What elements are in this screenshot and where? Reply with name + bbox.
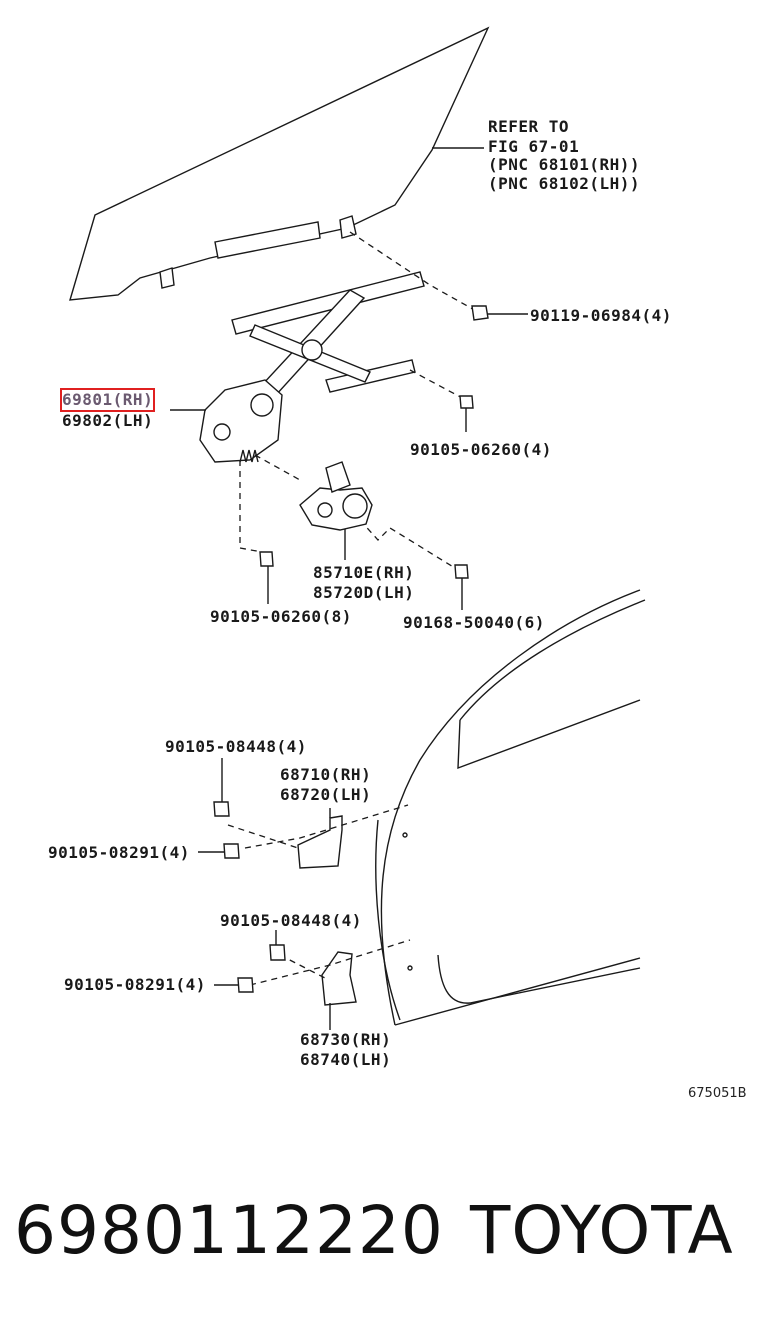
- refer-note-line-2: FIG 67-01: [488, 137, 580, 156]
- bolt-icon: [459, 395, 474, 409]
- regulator-base-plate: [199, 379, 283, 463]
- part-label-regulator-rh[interactable]: 69801(RH): [59, 388, 156, 412]
- part-label-regulator-lh[interactable]: 69802(LH): [62, 411, 154, 430]
- part-label-hinge-lower-rh[interactable]: 68730(RH): [300, 1030, 392, 1049]
- window-motor: [299, 487, 373, 531]
- part-label-bolt-2[interactable]: 90105-06260(4): [410, 440, 552, 459]
- regulator-upper-rail: [231, 271, 425, 335]
- motor-body: [325, 461, 351, 493]
- bolt-icon: [213, 801, 230, 817]
- part-label-bolt-6[interactable]: 90105-08291(4): [48, 843, 190, 862]
- part-number-title: 6980112220: [14, 1192, 444, 1269]
- refer-note-line-1: REFER TO: [488, 117, 570, 136]
- bolt-icon: [237, 977, 254, 993]
- upper-door-hinge: [297, 815, 343, 869]
- part-label-hinge-upper-lh[interactable]: 68720(LH): [280, 785, 372, 804]
- glass-channel: [214, 221, 321, 259]
- lower-door-hinge: [321, 951, 357, 1006]
- refer-note-line-4: (PNC 68102(LH)): [488, 174, 640, 193]
- bolt-icon: [454, 564, 469, 579]
- part-label-hinge-upper-rh[interactable]: 68710(RH): [280, 765, 372, 784]
- brand-name: TOYOTA: [470, 1192, 734, 1269]
- part-label-bolt-8[interactable]: 90105-08291(4): [64, 975, 206, 994]
- bolt-icon: [269, 944, 286, 961]
- vehicle-body: [380, 589, 641, 1026]
- part-label-hinge-lower-lh[interactable]: 68740(LH): [300, 1050, 392, 1069]
- part-label-bolt-1[interactable]: 90119-06984(4): [530, 306, 672, 325]
- glass-bracket-right: [339, 215, 357, 239]
- door-glass: [69, 26, 490, 301]
- regulator-pivot: [301, 339, 323, 361]
- part-label-bolt-5[interactable]: 90105-08448(4): [165, 737, 307, 756]
- part-label-motor-rh[interactable]: 85710E(RH): [313, 563, 415, 582]
- part-label-bolt-7[interactable]: 90105-08448(4): [220, 911, 362, 930]
- figure-code: 675051B: [688, 1086, 747, 1101]
- refer-note-line-3: (PNC 68101(RH)): [488, 155, 640, 174]
- bolt-icon: [471, 305, 489, 321]
- part-label-motor-lh[interactable]: 85720D(LH): [313, 583, 415, 602]
- bolt-icon: [259, 551, 274, 567]
- glass-bracket-left: [159, 267, 175, 289]
- part-label-bolt-3[interactable]: 90105-06260(8): [210, 607, 352, 626]
- bolt-icon: [223, 843, 240, 859]
- part-label-bolt-4[interactable]: 90168-50040(6): [403, 613, 545, 632]
